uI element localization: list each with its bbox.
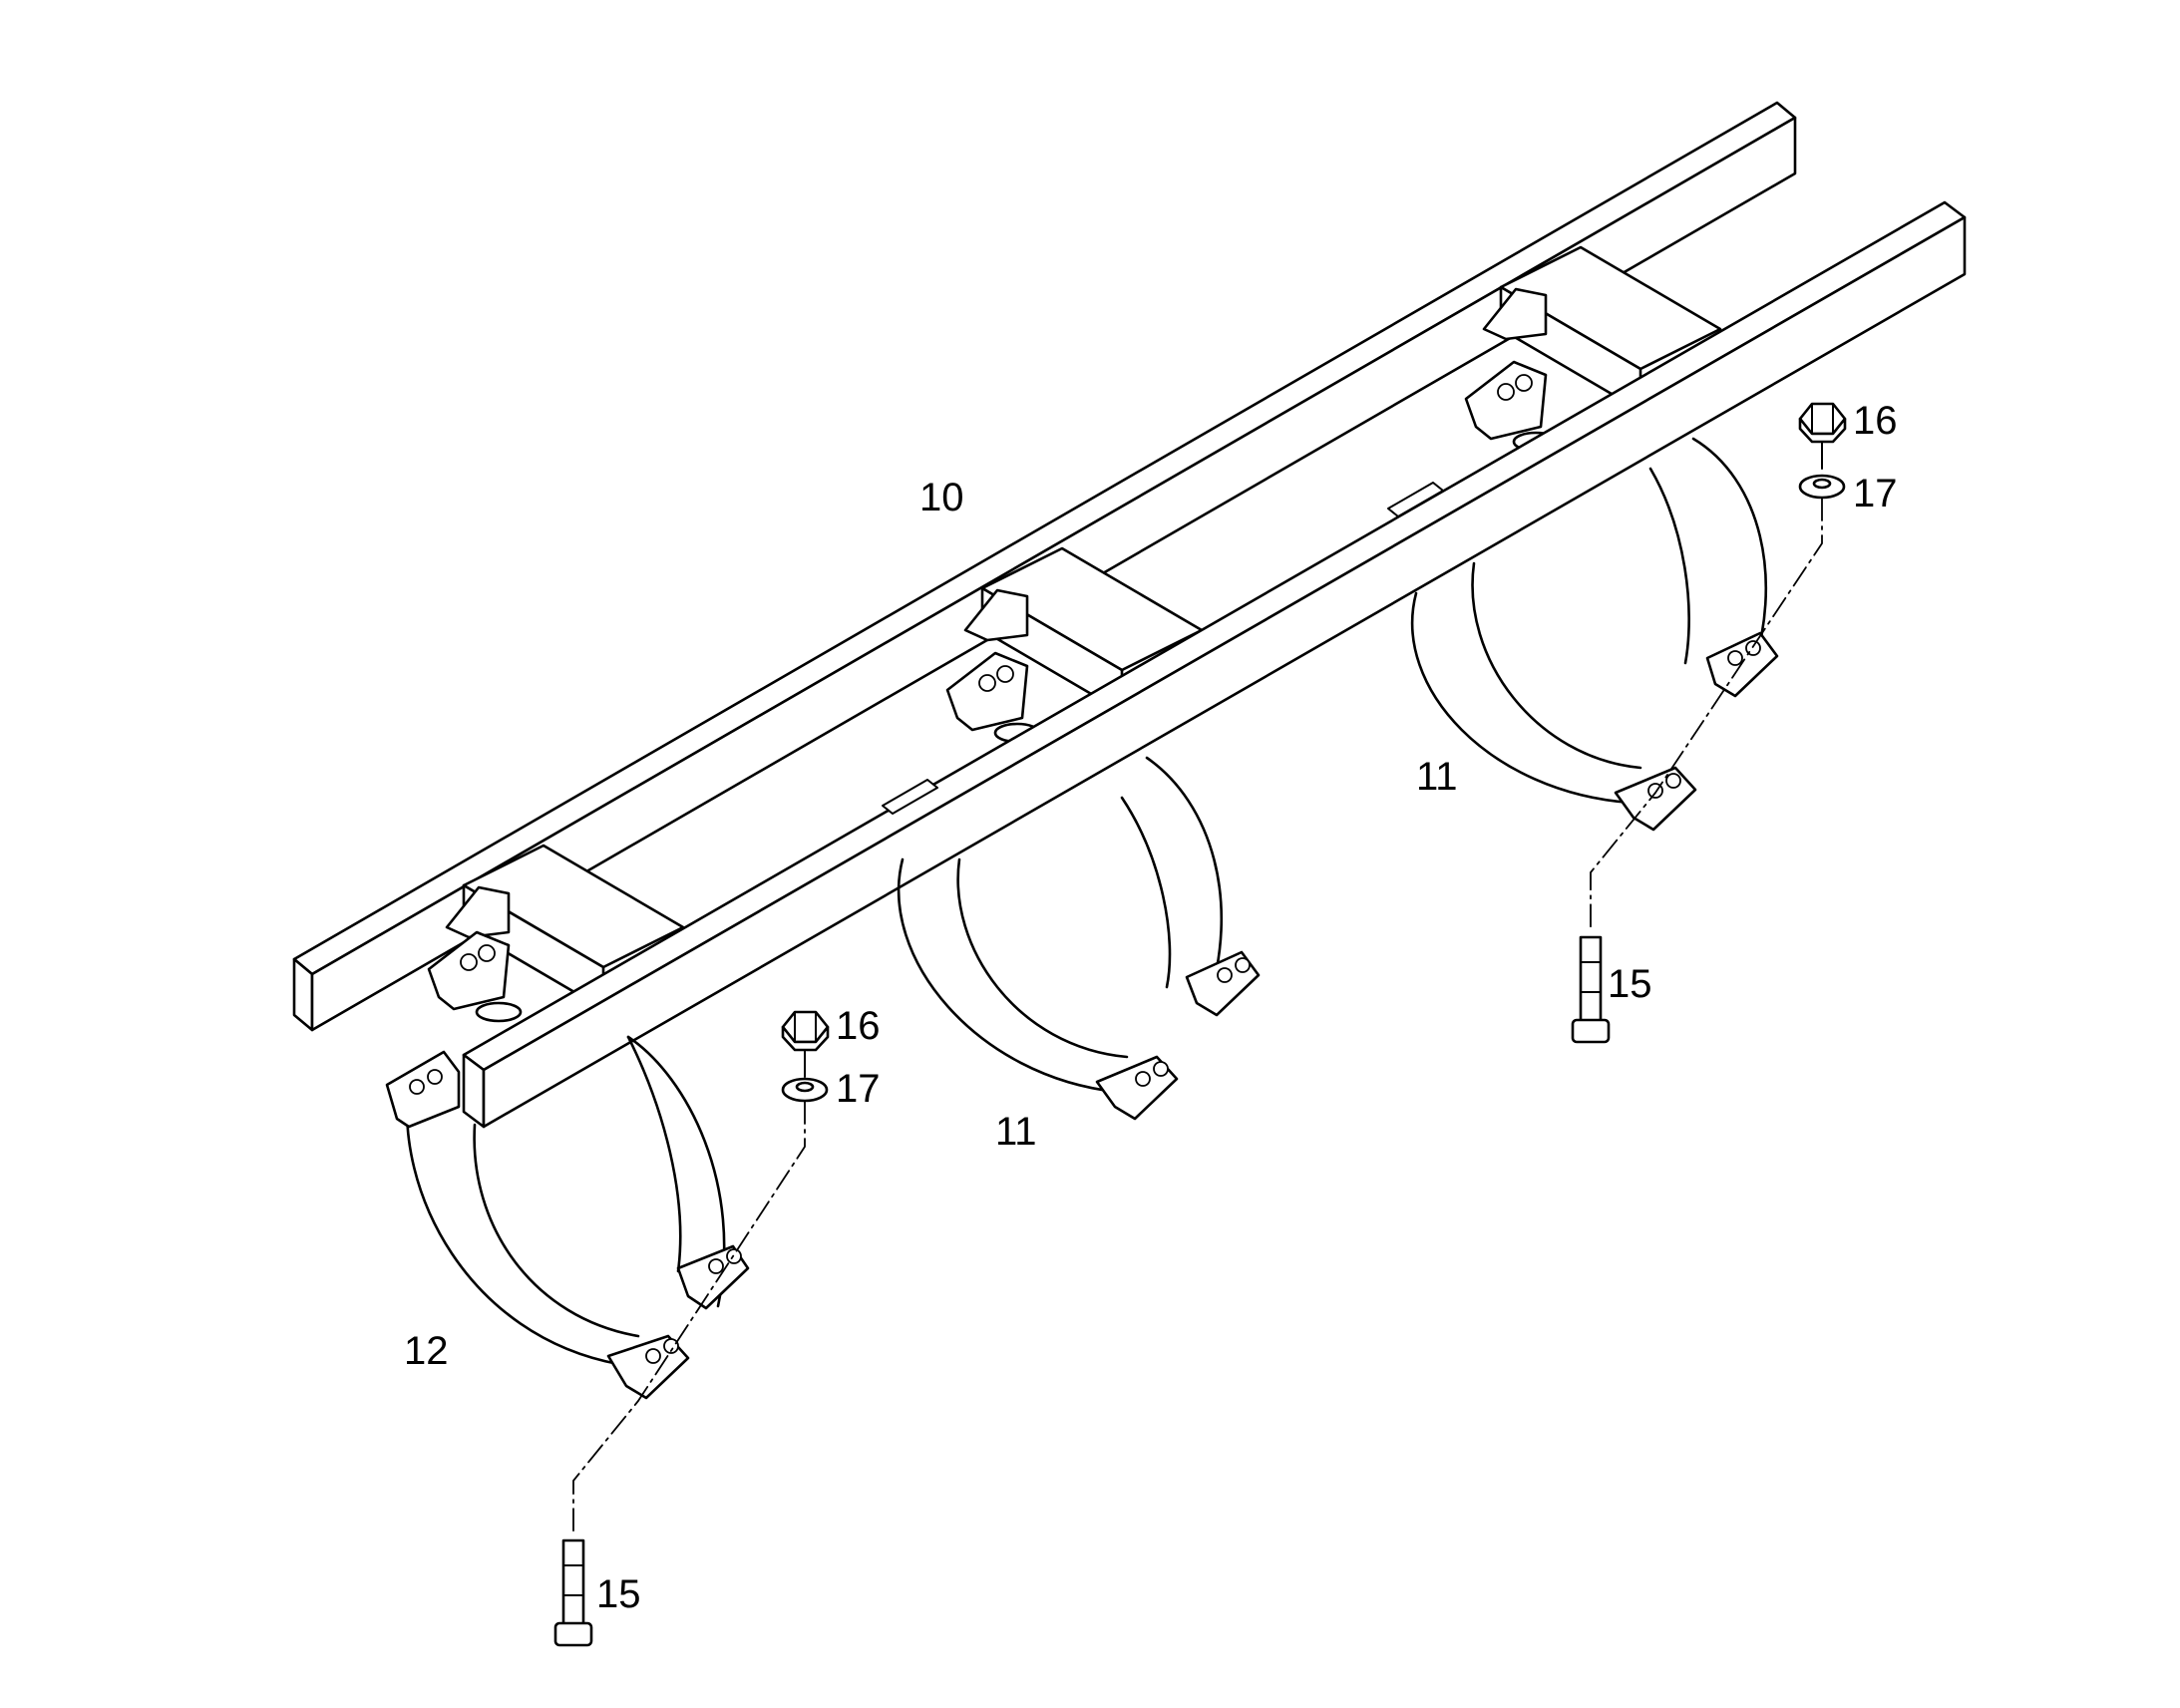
bracket-middle [897,756,1261,1121]
callout-labels: 10 11 11 12 15 15 16 16 17 17 [404,399,1898,1616]
bracket-left [385,1035,750,1400]
fastener-stack-left [553,1010,830,1647]
callout-bolt-left: 15 [596,1572,641,1616]
fastener-stack-right [1571,402,1847,1044]
nut-right [1798,402,1847,444]
cross-member-right [1464,245,1722,453]
callout-bracket-left: 12 [404,1329,449,1373]
callout-nut-left: 16 [836,1004,881,1048]
front-rail [462,200,1967,1129]
cross-member-middle [945,546,1204,744]
callout-bracket-right: 11 [1416,755,1458,799]
callout-bolt-right: 15 [1608,962,1652,1006]
callout-nut-right: 16 [1853,399,1898,443]
frame-assembly [292,101,1967,1129]
cross-member-left [427,844,685,1023]
callout-bracket-middle: 11 [995,1110,1037,1154]
washer-right [1798,474,1846,500]
nut-left [781,1010,830,1052]
washer-left [781,1077,829,1103]
callout-washer-right: 17 [1853,472,1898,515]
bracket-right [1410,437,1779,832]
bolt-right [1571,935,1611,1044]
callout-washer-left: 17 [836,1067,881,1111]
callout-frame: 10 [919,476,964,519]
bolt-left [553,1538,593,1647]
